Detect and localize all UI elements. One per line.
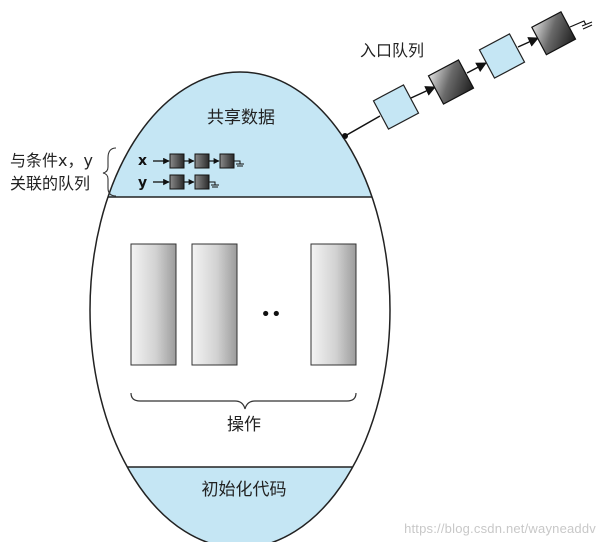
queue-x-node xyxy=(219,153,235,169)
queue-x-null-icon xyxy=(234,160,244,167)
queue-x-node xyxy=(169,153,185,169)
entry-queue-node xyxy=(372,84,420,130)
operation-box xyxy=(310,243,357,366)
shared-data-section xyxy=(90,72,390,197)
monitor-outline xyxy=(89,71,391,542)
operation-box xyxy=(130,243,177,366)
queue-y-label: y xyxy=(138,175,147,191)
condition-side-label-1: 与条件x，y xyxy=(10,151,93,170)
queue-y-node xyxy=(194,174,210,190)
queue-x: x xyxy=(138,153,244,169)
operations-group: •• xyxy=(130,243,357,410)
entry-queue-node xyxy=(531,10,577,56)
queue-x-label: x xyxy=(138,153,147,169)
operation-ellipsis: •• xyxy=(260,304,281,325)
condition-brace xyxy=(102,147,117,197)
operations-label: 操作 xyxy=(227,415,261,435)
entry-queue-null-icon xyxy=(569,20,593,30)
queue-y-null-icon xyxy=(209,181,219,188)
entry-queue-link xyxy=(517,37,539,48)
entry-queue-link xyxy=(466,62,487,74)
entry-queue-link xyxy=(410,86,436,99)
init-code-section xyxy=(90,467,390,542)
operation-box xyxy=(191,243,238,366)
entry-queue: 入口队列 xyxy=(342,10,593,139)
entry-queue-connector xyxy=(344,115,381,137)
entry-queue-node xyxy=(427,59,475,105)
queue-x-node xyxy=(194,153,210,169)
entry-queue-label: 入口队列 xyxy=(360,41,424,60)
queue-y-node xyxy=(169,174,185,190)
condition-side-label-2: 关联的队列 xyxy=(10,174,90,193)
queue-y: y xyxy=(138,174,219,191)
monitor-body xyxy=(89,71,391,542)
watermark: https://blog.csdn.net/wayneaddv xyxy=(404,521,596,536)
shared-data-label: 共享数据 xyxy=(207,108,275,128)
entry-queue-node xyxy=(478,33,526,79)
operations-brace xyxy=(130,392,357,410)
init-code-label: 初始化代码 xyxy=(202,480,287,500)
condition-queues: 与条件x，y 关联的队列 x y xyxy=(10,147,244,197)
